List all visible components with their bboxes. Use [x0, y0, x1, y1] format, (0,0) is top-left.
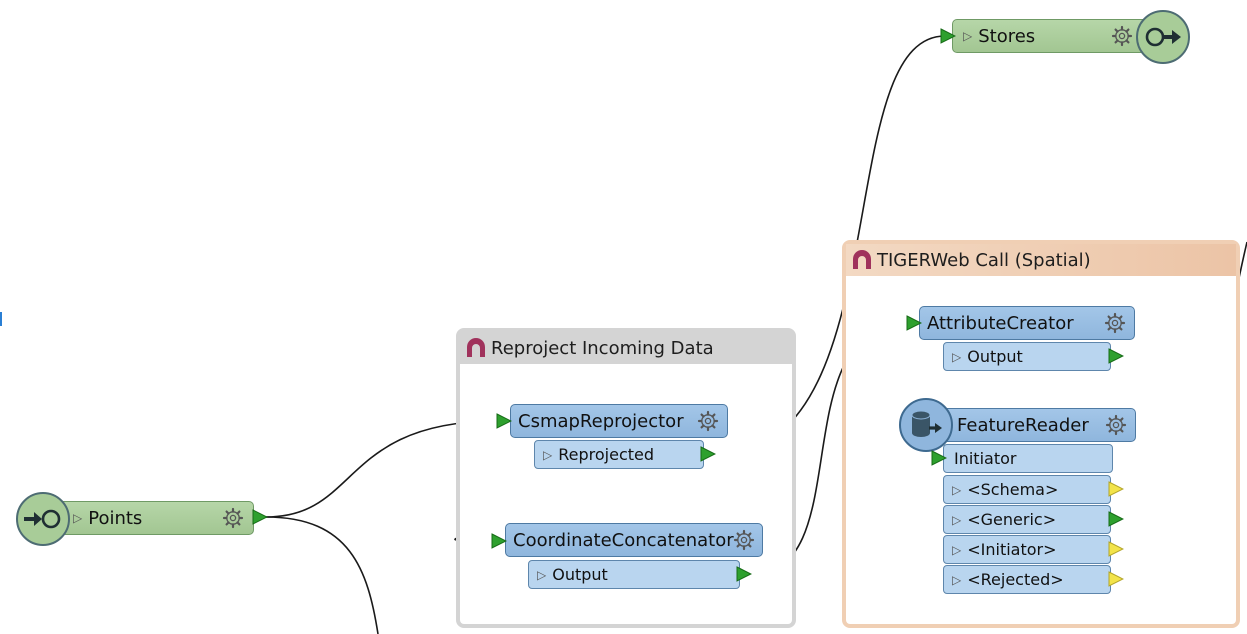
- transformer-name: CoordinateConcatenator: [513, 529, 734, 551]
- reader-icon: [16, 492, 70, 546]
- transformer-attributecreator[interactable]: AttributeCreator: [919, 306, 1135, 340]
- port-schema[interactable]: ▷ <Schema>: [943, 475, 1111, 504]
- bookmark-icon: [467, 338, 485, 357]
- reader-feature-type-points[interactable]: ▷ Points: [48, 501, 254, 535]
- bookmark-header[interactable]: TIGERWeb Call (Spatial): [846, 244, 1236, 276]
- port-input-connected[interactable]: [931, 450, 947, 466]
- port-output[interactable]: ▷ Output: [528, 560, 740, 589]
- gear-icon[interactable]: [733, 529, 755, 551]
- bookmark-header[interactable]: Reproject Incoming Data: [460, 332, 792, 364]
- port-generic[interactable]: ▷ <Generic>: [943, 505, 1111, 534]
- expand-triangle-icon[interactable]: ▷: [537, 567, 547, 582]
- writer-icon: [1136, 10, 1190, 64]
- port-label: <Schema>: [967, 480, 1059, 499]
- port-output-connected[interactable]: [700, 446, 716, 462]
- expand-triangle-icon[interactable]: ▷: [952, 482, 962, 497]
- port-input-connected[interactable]: [906, 315, 922, 331]
- port-output[interactable]: ▷ Output: [943, 342, 1111, 371]
- expand-triangle-icon[interactable]: ▷: [952, 349, 962, 364]
- port-label: <Generic>: [967, 510, 1057, 529]
- expand-triangle-icon[interactable]: ▷: [73, 511, 83, 525]
- port-output-unconnected[interactable]: [1108, 541, 1124, 557]
- transformer-featurereader[interactable]: FeatureReader: [920, 408, 1136, 442]
- port-initiator-output[interactable]: ▷ <Initiator>: [943, 535, 1111, 564]
- canvas-edge-marker: [0, 312, 2, 326]
- transformer-coordinateconcatenator[interactable]: CoordinateConcatenator: [505, 523, 763, 557]
- port-input-connected[interactable]: [496, 413, 512, 429]
- transformer-name: FeatureReader: [957, 414, 1089, 436]
- database-icon: [899, 398, 953, 452]
- port-reprojected[interactable]: ▷ Reprojected: [534, 440, 704, 469]
- port-output-connected[interactable]: [1108, 348, 1124, 364]
- bookmark-icon: [853, 250, 871, 269]
- expand-triangle-icon[interactable]: ▷: [952, 542, 962, 557]
- port-label: Output: [552, 565, 608, 584]
- transformer-name: CsmapReprojector: [518, 410, 684, 432]
- connection-points-down: [265, 516, 379, 634]
- port-output-connected[interactable]: [252, 509, 268, 525]
- expand-triangle-icon[interactable]: ▷: [543, 447, 553, 462]
- writer-feature-type-stores[interactable]: ▷ Stores: [952, 19, 1158, 53]
- gear-icon[interactable]: [1111, 25, 1133, 47]
- port-label: <Rejected>: [967, 570, 1064, 589]
- expand-triangle-icon[interactable]: ▷: [952, 512, 962, 527]
- port-input-connected[interactable]: [491, 533, 507, 549]
- port-output-unconnected[interactable]: [1108, 481, 1124, 497]
- port-initiator-input[interactable]: Initiator: [943, 444, 1113, 473]
- port-rejected[interactable]: ▷ <Rejected>: [943, 565, 1111, 594]
- port-input-connected[interactable]: [940, 28, 956, 44]
- port-label: Output: [967, 347, 1023, 366]
- expand-triangle-icon[interactable]: ▷: [963, 29, 973, 43]
- bookmark-title: Reproject Incoming Data: [491, 337, 714, 359]
- transformer-csmapreprojector[interactable]: CsmapReprojector: [510, 404, 728, 438]
- connection-points-csmap: [265, 420, 499, 518]
- port-label: Reprojected: [558, 445, 655, 464]
- feature-type-name: Points: [88, 507, 143, 529]
- port-output-connected[interactable]: [736, 566, 752, 582]
- port-label: <Initiator>: [967, 540, 1057, 559]
- port-label: Initiator: [954, 449, 1017, 468]
- feature-type-name: Stores: [978, 25, 1036, 47]
- gear-icon[interactable]: [1104, 312, 1126, 334]
- gear-icon[interactable]: [1105, 414, 1127, 436]
- gear-icon[interactable]: [697, 410, 719, 432]
- gear-icon[interactable]: [222, 507, 244, 529]
- expand-triangle-icon[interactable]: ▷: [952, 572, 962, 587]
- port-output-unconnected[interactable]: [1108, 571, 1124, 587]
- bookmark-title: TIGERWeb Call (Spatial): [877, 249, 1091, 271]
- port-output-connected[interactable]: [1108, 511, 1124, 527]
- transformer-name: AttributeCreator: [927, 312, 1074, 334]
